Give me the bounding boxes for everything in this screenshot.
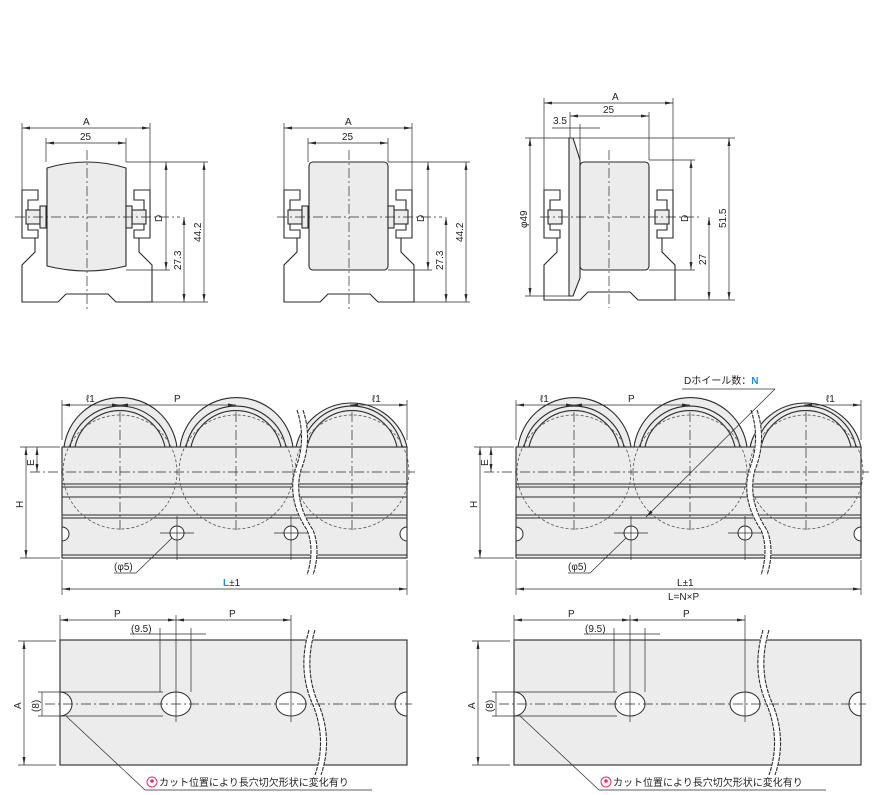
dim-flange-dia: φ49 bbox=[519, 210, 530, 228]
wheel bbox=[46, 161, 127, 272]
cut-note: カット位置により長穴切欠形状に変化有り bbox=[159, 776, 349, 789]
dim-d: D bbox=[154, 215, 165, 222]
cut-note: カット位置により長穴切欠形状に変化有り bbox=[613, 776, 803, 789]
wheel bbox=[579, 161, 650, 271]
dim-axle-height: 27.3 bbox=[435, 250, 446, 270]
plan-view: P P (9.5) A (8) カット位置により長穴切欠形状に変化有り bbox=[13, 609, 412, 791]
dim-l1: ℓ1 bbox=[540, 394, 549, 405]
right-side-extras: Dホイール数：N L=N×P bbox=[645, 374, 776, 603]
dim-p: P bbox=[683, 609, 690, 620]
dim-l1: ℓ1 bbox=[826, 394, 835, 405]
dim-25: 25 bbox=[80, 132, 92, 143]
dim-axle-height: 27 bbox=[698, 253, 709, 265]
dim-d: D bbox=[416, 215, 427, 222]
dim-axle-height: 27.3 bbox=[173, 250, 184, 270]
wheel-count-label: Dホイール数：N bbox=[684, 374, 758, 387]
wheel-count-var: N bbox=[751, 376, 758, 387]
front-view-crowned: A 25 D 27.3 44.2 bbox=[15, 117, 208, 310]
dim-p: P bbox=[568, 609, 575, 620]
hole-dia: (φ5) bbox=[114, 562, 133, 573]
dim-offset: (9.5) bbox=[585, 624, 606, 635]
dim-a: A bbox=[13, 702, 24, 709]
length-l: L bbox=[677, 578, 683, 589]
dim-a: A bbox=[83, 117, 90, 128]
plan-view-right: P P (9.5) A (8) カット位置により長穴切欠形状に変化有り bbox=[467, 609, 866, 791]
dim-25: 25 bbox=[603, 105, 615, 116]
front-view-straight: A 25 D 27.3 44.2 bbox=[277, 117, 470, 310]
length-tol: ±1 bbox=[683, 578, 694, 589]
dim-slot: (8) bbox=[485, 700, 496, 712]
side-view-right: ℓ1 P ℓ1 E H (φ5) L±1 bbox=[469, 394, 869, 595]
rail-bottom bbox=[59, 639, 408, 766]
dim-total-height: 51.5 bbox=[718, 208, 729, 228]
dim-slot: (8) bbox=[31, 700, 42, 712]
wheel bbox=[308, 161, 389, 271]
dim-a: A bbox=[467, 702, 478, 709]
dim-a: A bbox=[612, 92, 619, 103]
rail bbox=[61, 446, 408, 559]
dim-flange: 3.5 bbox=[553, 116, 567, 127]
dim-p: P bbox=[229, 609, 236, 620]
dim-total-height: 44.2 bbox=[455, 222, 466, 242]
dim-e: E bbox=[26, 459, 37, 466]
dim-l1: ℓ1 bbox=[372, 394, 381, 405]
rail-bottom bbox=[513, 639, 862, 766]
dim-e: E bbox=[480, 459, 491, 466]
dim-25: 25 bbox=[342, 132, 354, 143]
dim-l1: ℓ1 bbox=[86, 394, 95, 405]
front-view-flanged: A 25 3.5 φ49 D 27 51.5 bbox=[519, 92, 735, 308]
dim-length: L±1 bbox=[677, 578, 694, 589]
dim-a: A bbox=[345, 117, 352, 128]
side-view: ℓ1 P ℓ1 E H (φ5) L±1 bbox=[15, 394, 415, 595]
dim-total-height: 44.2 bbox=[193, 222, 204, 242]
dim-h: H bbox=[15, 501, 26, 508]
dim-p: P bbox=[114, 609, 121, 620]
dim-d: D bbox=[680, 215, 691, 222]
wheel-count-text: Dホイール数： bbox=[684, 374, 751, 387]
length-formula: L=N×P bbox=[668, 592, 699, 603]
rail bbox=[515, 446, 862, 559]
dim-p: P bbox=[174, 394, 181, 405]
wheel-tops bbox=[517, 397, 862, 448]
bracket-ear bbox=[21, 189, 151, 239]
dim-h: H bbox=[469, 501, 480, 508]
dim-p: P bbox=[628, 394, 635, 405]
dim-length: L±1 bbox=[223, 578, 241, 589]
dim-offset: (9.5) bbox=[131, 624, 152, 635]
length-l: L bbox=[223, 578, 229, 589]
hole-dia: (φ5) bbox=[568, 562, 587, 573]
length-tol: ±1 bbox=[229, 578, 240, 589]
